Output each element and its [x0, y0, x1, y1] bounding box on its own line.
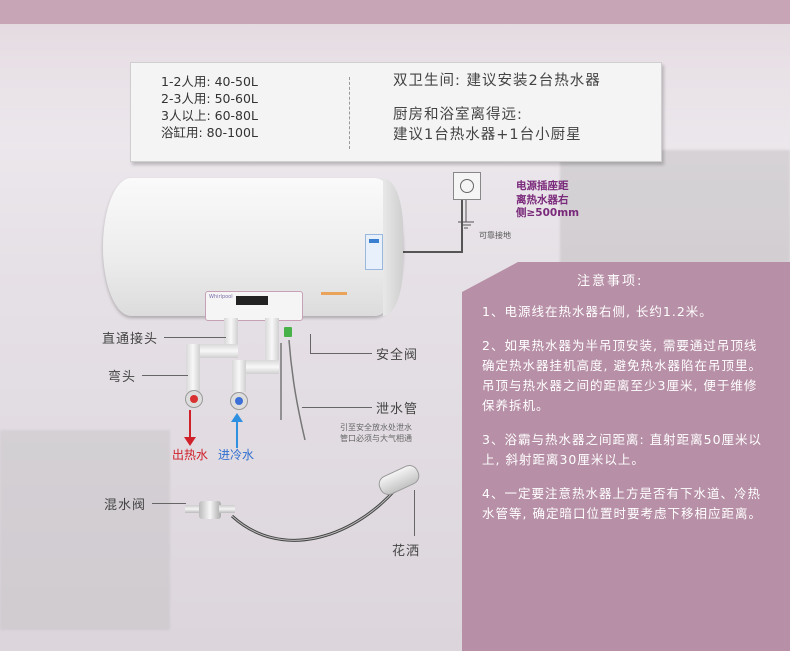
elbow-leader [142, 375, 188, 376]
heater-end-cap [383, 178, 403, 316]
notice-item: 4、一定要注意热水器上方是否有下水道、冷热水管等, 确定暗口位置时要考虑下移相应… [482, 486, 762, 521]
heater-display [236, 296, 268, 305]
socket-note-line: 离热水器右 [516, 193, 569, 206]
hot-pipe-lower [186, 344, 200, 392]
hot-water-outlet-icon [185, 390, 203, 408]
warning-tag [321, 292, 347, 295]
cold-water-label: 进冷水 [218, 448, 255, 462]
divider [349, 77, 350, 149]
capacity-info-box: 1-2人用: 40-50L 2-3人用: 50-60L 3人以上: 60-80L… [130, 62, 662, 162]
socket-note-line: 电源插座距 [516, 180, 569, 192]
mixing-valve-label: 混水阀 [104, 498, 147, 513]
elbow-label: 弯头 [108, 370, 137, 385]
notice-item: 1、电源线在热水器右侧, 长约1.2米。 [482, 304, 713, 319]
background-shelf [560, 150, 790, 270]
background-cabinet [0, 430, 170, 630]
notice-item: 3、浴霸与热水器之间距离: 直射距离50厘米以上, 斜射距离30厘米以上。 [482, 432, 763, 467]
safety-valve-leader [310, 353, 372, 354]
cold-water-inlet-icon [230, 392, 248, 410]
safety-valve-icon [284, 327, 292, 337]
safety-valve-label: 安全阀 [376, 348, 419, 363]
mixing-valve-leader [152, 503, 186, 504]
straight-joint-label: 直通接头 [102, 332, 159, 347]
socket-note-line: 侧≥500mm [516, 207, 580, 219]
recommendation-text: 双卫生间: 建议安装2台热水器 厨房和浴室离得远: 建议1台热水器+1台小厨星 [393, 71, 601, 145]
mixing-valve-icon [185, 497, 235, 523]
drain-pipe-leader [302, 407, 372, 408]
socket-distance-note: 电源插座距 离热水器右 侧≥500mm [516, 180, 579, 221]
notice-item: 2、如果热水器为半吊顶安装, 需要通过吊顶线确定热水器挂机高度, 避免热水器陷在… [482, 338, 762, 413]
drain-pipe-label: 泄水管 [376, 402, 419, 417]
shower-label: 花洒 [392, 544, 421, 559]
power-socket-icon [453, 172, 481, 200]
cold-pipe-upper [265, 318, 279, 370]
notice-title: 注意事项: [577, 274, 644, 289]
shower-head-icon [375, 462, 423, 498]
top-band [0, 0, 790, 24]
brand-logo: Whirlpool [209, 294, 233, 300]
drain-note: 引至安全放水处泄水 管口必须与大气相通 [340, 422, 412, 444]
straight-joint-leader [164, 337, 226, 338]
notice-body: 1、电源线在热水器右侧, 长约1.2米。 2、如果热水器为半吊顶安装, 需要通过… [482, 302, 767, 538]
capacity-list: 1-2人用: 40-50L 2-3人用: 50-60L 3人以上: 60-80L… [161, 73, 258, 141]
capacity-item: 3人以上: 60-80L [161, 108, 258, 123]
cold-pipe-lower [232, 360, 246, 392]
water-heater: Whirlpool [103, 178, 403, 321]
notice-panel: 注意事项: 1、电源线在热水器右侧, 长约1.2米。 2、如果热水器为半吊顶安装… [462, 262, 790, 651]
capacity-item: 2-3人用: 50-60L [161, 91, 258, 106]
cold-water-arrow-icon [231, 413, 243, 448]
control-panel: Whirlpool [205, 291, 303, 321]
drain-note-line: 引至安全放水处泄水 [340, 423, 412, 432]
capacity-item: 1-2人用: 40-50L [161, 74, 258, 89]
shower-leader [414, 490, 415, 536]
recommendation-line: 厨房和浴室离得远: [393, 107, 523, 123]
hot-water-arrow-icon [184, 410, 196, 446]
capacity-item: 浴缸用: 80-100L [161, 125, 258, 140]
recommendation-line: 双卫生间: 建议安装2台热水器 [393, 73, 601, 89]
drain-note-line: 管口必须与大气相通 [340, 434, 412, 443]
energy-label [365, 234, 383, 270]
ground-label: 可靠接地 [479, 231, 511, 240]
recommendation-line: 建议1台热水器+1台小厨星 [393, 127, 582, 143]
hot-water-label: 出热水 [172, 448, 209, 462]
safety-valve-leader-v [310, 334, 311, 353]
